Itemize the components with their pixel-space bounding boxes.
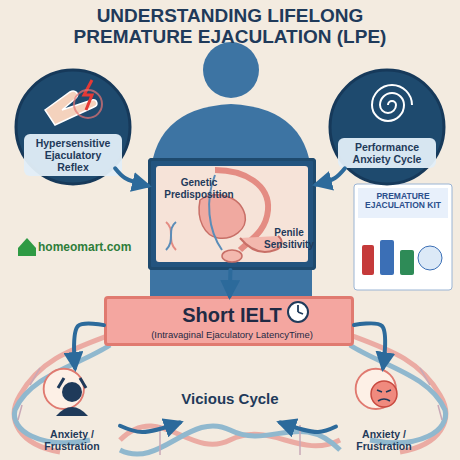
circle-outline bbox=[328, 68, 446, 186]
flow-arrow bbox=[354, 323, 385, 368]
anatomy-panel bbox=[148, 158, 316, 270]
flow-arrow bbox=[115, 168, 148, 185]
cause-circle: Performance Anxiety Cycle bbox=[328, 68, 446, 186]
watermark-logo: homeomart.com bbox=[38, 241, 138, 254]
cause-circle: Hypersensitive Ejaculatory Reflex bbox=[14, 68, 132, 186]
cycle-label-node: Vicious Cycle bbox=[180, 388, 280, 432]
flow-arrow bbox=[316, 168, 345, 184]
badge-fill bbox=[356, 369, 396, 409]
logo-mark bbox=[18, 238, 36, 256]
frustrated-face-icon bbox=[56, 378, 88, 416]
node-text: Penile Sensitivity bbox=[263, 227, 315, 250]
helix-rungs bbox=[18, 368, 442, 455]
emotion-node: Anxiety / Frustration bbox=[336, 368, 432, 456]
flow-arrow bbox=[74, 324, 104, 368]
hand-icon bbox=[45, 80, 102, 125]
diagram-title: UNDERSTANDING LIFELONG PREMATURE EJACULA… bbox=[55, 6, 405, 48]
circle-fill bbox=[330, 70, 444, 184]
node-text: Genetic Predisposition bbox=[163, 177, 235, 200]
node-text: Short IELT bbox=[107, 304, 357, 327]
angry-face-icon bbox=[371, 381, 397, 407]
node-text: Performance Anxiety Cycle bbox=[338, 138, 436, 168]
spiral-icon bbox=[372, 85, 412, 121]
product-box bbox=[354, 184, 452, 290]
node-text: (Intravaginal Ejaculatory LatencyTime) bbox=[107, 330, 357, 341]
circle-fill bbox=[16, 70, 130, 184]
node-text: Anxiety / Frustration bbox=[24, 428, 120, 452]
helix-ribbons bbox=[14, 335, 445, 454]
flow-arrow bbox=[228, 270, 233, 296]
product-label: PREMATURE EJACULATION KIT bbox=[360, 192, 446, 211]
flow-arrow bbox=[280, 423, 336, 433]
flow-arrow bbox=[120, 423, 180, 433]
node-text: Anxiety / Frustration bbox=[336, 428, 432, 452]
clock-icon bbox=[288, 302, 308, 322]
badge-fill bbox=[44, 369, 84, 409]
human-figure bbox=[150, 42, 312, 300]
node-text: Vicious Cycle bbox=[180, 390, 280, 407]
emotion-node: Anxiety / Frustration bbox=[24, 368, 120, 456]
dna-icon bbox=[166, 222, 176, 250]
node-text: Hypersensitive Ejaculatory Reflex bbox=[24, 134, 122, 176]
anatomy-box: Genetic PredispositionPenile Sensitivity bbox=[148, 158, 316, 270]
result-band: Short IELT (Intravaginal Ejaculatory Late… bbox=[104, 296, 354, 346]
